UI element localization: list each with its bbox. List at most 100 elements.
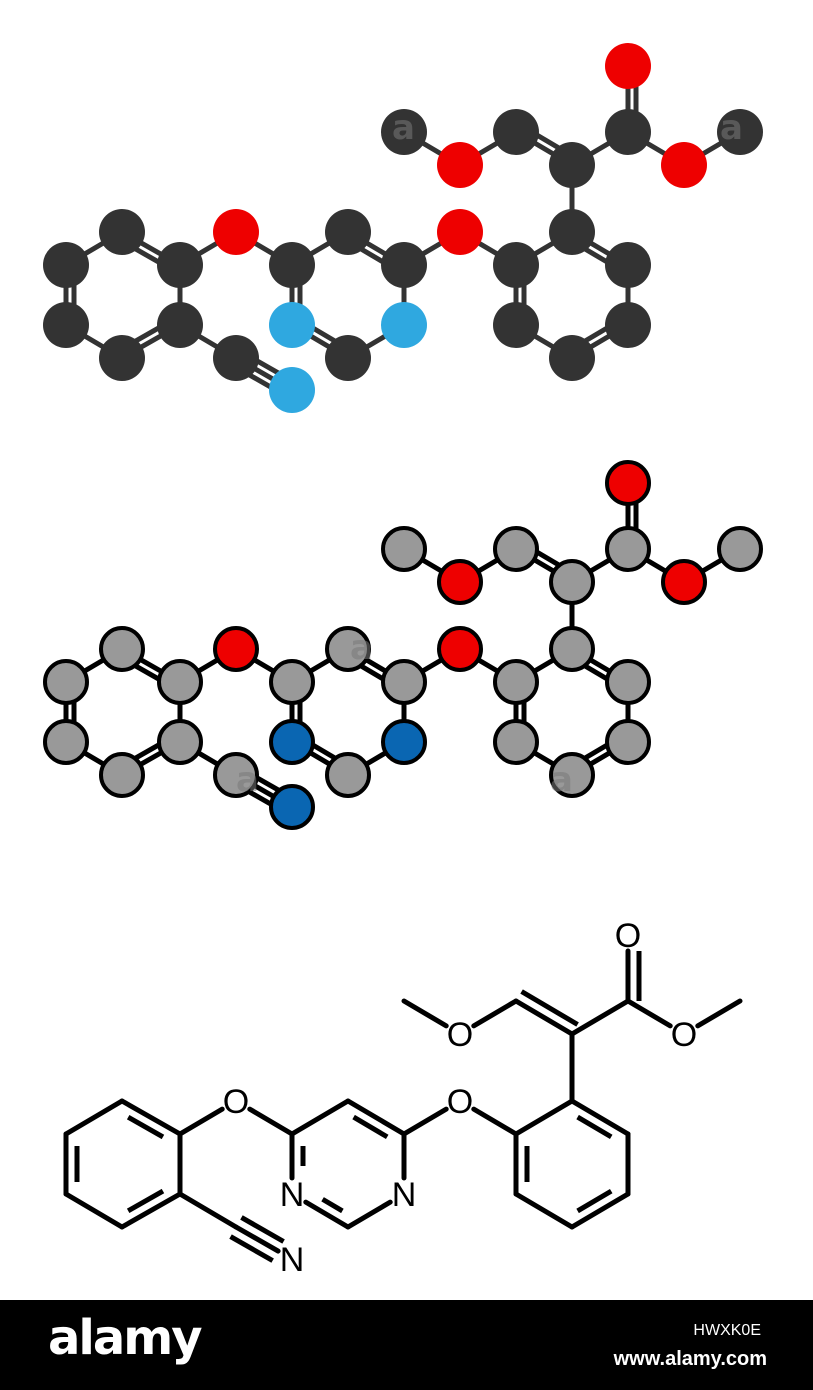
carbon-atom xyxy=(213,752,259,798)
carbon-atom xyxy=(269,242,315,288)
stock-footer-bar: alamy HWXK0E www.alamy.com xyxy=(0,1300,813,1390)
carbon-atom xyxy=(325,752,371,798)
atoms xyxy=(43,43,763,413)
carbon-atom xyxy=(493,242,539,288)
bond-line xyxy=(126,1114,165,1140)
bond-line xyxy=(240,1215,285,1244)
carbon-atom xyxy=(157,242,203,288)
carbon-atom xyxy=(605,719,651,765)
bond-line xyxy=(63,1098,125,1137)
carbon-atom xyxy=(717,109,763,155)
bond-line xyxy=(119,1098,183,1137)
site-url: www.alamy.com xyxy=(613,1348,767,1370)
nitrogen-atom xyxy=(269,367,315,413)
carbon-atom xyxy=(43,719,89,765)
bond-line xyxy=(520,989,579,1027)
carbon-atom xyxy=(99,335,145,381)
carbon-atom xyxy=(493,109,539,155)
bond-line xyxy=(576,1188,613,1214)
bond-line xyxy=(401,1106,449,1137)
oxygen-atom xyxy=(661,559,707,605)
bond-line xyxy=(576,1114,613,1140)
oxygen-atom xyxy=(437,559,483,605)
bond-line xyxy=(401,998,449,1029)
oxygen-label: O xyxy=(615,917,641,955)
carbon-atom xyxy=(493,302,539,348)
bond-line xyxy=(513,998,575,1037)
bond-line xyxy=(471,1106,519,1137)
carbon-atom xyxy=(213,335,259,381)
carbon-atom xyxy=(605,242,651,288)
nitrogen-atom xyxy=(269,784,315,830)
bond-line xyxy=(177,1106,225,1137)
carbon-atom xyxy=(549,752,595,798)
nitrogen-label: N xyxy=(280,1176,305,1214)
cartoon-model xyxy=(43,460,763,830)
ball-and-stick-model xyxy=(43,43,763,413)
oxygen-atom xyxy=(437,142,483,188)
carbon-atom xyxy=(549,209,595,255)
bond-line xyxy=(513,1191,575,1230)
carbon-atom xyxy=(493,659,539,705)
carbon-atom xyxy=(325,335,371,381)
bond-line xyxy=(303,1199,351,1230)
carbon-atom xyxy=(493,526,539,572)
oxygen-atom xyxy=(437,626,483,672)
carbon-atom xyxy=(381,659,427,705)
bond-line xyxy=(569,1191,631,1230)
bond-line xyxy=(352,1114,389,1140)
bond-line xyxy=(513,1098,575,1137)
carbon-atom xyxy=(99,752,145,798)
carbon-atom xyxy=(99,209,145,255)
bond-line xyxy=(289,1098,351,1137)
carbon-atom xyxy=(157,302,203,348)
oxygen-atom xyxy=(605,460,651,506)
carbon-atom xyxy=(99,626,145,672)
carbon-atom xyxy=(549,335,595,381)
nitrogen-atom xyxy=(381,302,427,348)
nitrogen-atom xyxy=(269,302,315,348)
carbon-atom xyxy=(269,659,315,705)
nitrogen-label: N xyxy=(392,1176,417,1214)
bond-line xyxy=(569,998,631,1037)
bond-line xyxy=(177,1191,239,1230)
carbon-atom xyxy=(605,109,651,155)
carbon-atom xyxy=(381,242,427,288)
carbon-atom xyxy=(717,526,763,572)
oxygen-atom xyxy=(213,626,259,672)
carbon-atom xyxy=(157,719,203,765)
bond-line xyxy=(233,1224,281,1254)
oxygen-label: O xyxy=(447,1083,473,1121)
nitrogen-atom xyxy=(269,719,315,765)
carbon-atom xyxy=(549,559,595,605)
oxygen-label: O xyxy=(223,1083,249,1121)
oxygen-label: O xyxy=(447,1016,473,1054)
carbon-atom xyxy=(493,719,539,765)
oxygen-atom xyxy=(213,209,259,255)
carbon-atom xyxy=(605,526,651,572)
bond-line xyxy=(63,1191,125,1230)
bond-line xyxy=(625,998,673,1029)
image-id: HWXK0E xyxy=(693,1322,761,1339)
carbon-atom xyxy=(43,302,89,348)
oxygen-atom xyxy=(661,142,707,188)
carbon-atom xyxy=(43,659,89,705)
oxygen-label: O xyxy=(671,1016,697,1054)
bond-line xyxy=(471,998,519,1029)
carbon-atom xyxy=(605,302,651,348)
carbon-atom xyxy=(605,659,651,705)
carbon-atom xyxy=(549,142,595,188)
bond-line xyxy=(569,1098,631,1137)
carbon-atom xyxy=(381,526,427,572)
carbon-atom xyxy=(325,209,371,255)
oxygen-atom xyxy=(437,209,483,255)
bond-line xyxy=(345,1098,407,1137)
alamy-logo: alamy xyxy=(48,1310,203,1366)
bond-line xyxy=(126,1188,165,1214)
carbon-atom xyxy=(325,626,371,672)
oxygen-atom xyxy=(605,43,651,89)
carbon-atom xyxy=(381,109,427,155)
bond-line xyxy=(119,1191,183,1230)
